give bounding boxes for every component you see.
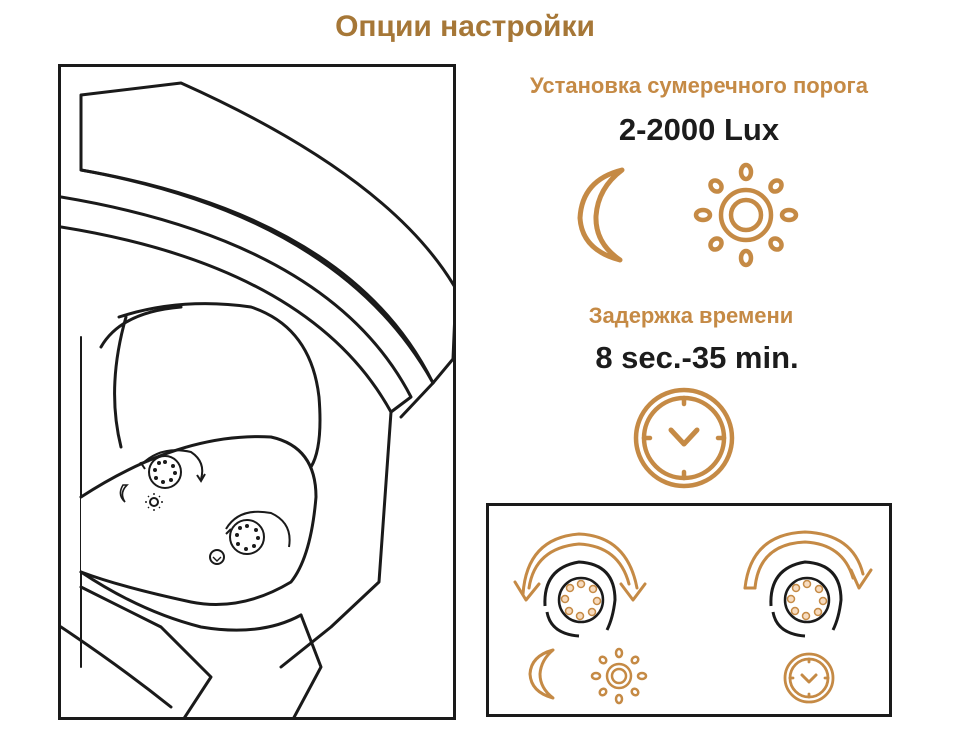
twilight-dial	[513, 532, 647, 638]
delay-dial	[743, 530, 873, 638]
page-title: Опции настройки	[335, 10, 595, 43]
small-moon-icon	[528, 648, 555, 700]
time-delay-value: 8 sec.-35 min.	[595, 340, 799, 375]
clock-icon	[633, 387, 735, 489]
device-illustration	[61, 81, 453, 717]
controls-panel	[486, 503, 892, 717]
sun-icon	[693, 162, 799, 268]
twilight-threshold-value: 2-2000 Lux	[618, 112, 780, 147]
time-delay-label: Задержка времени	[588, 303, 794, 328]
small-clock-icon	[783, 652, 835, 704]
small-sun-icon	[590, 647, 648, 705]
device-illustration-panel	[58, 64, 456, 720]
moon-icon	[577, 167, 625, 263]
twilight-threshold-label: Установка сумеречного порога	[530, 73, 868, 98]
